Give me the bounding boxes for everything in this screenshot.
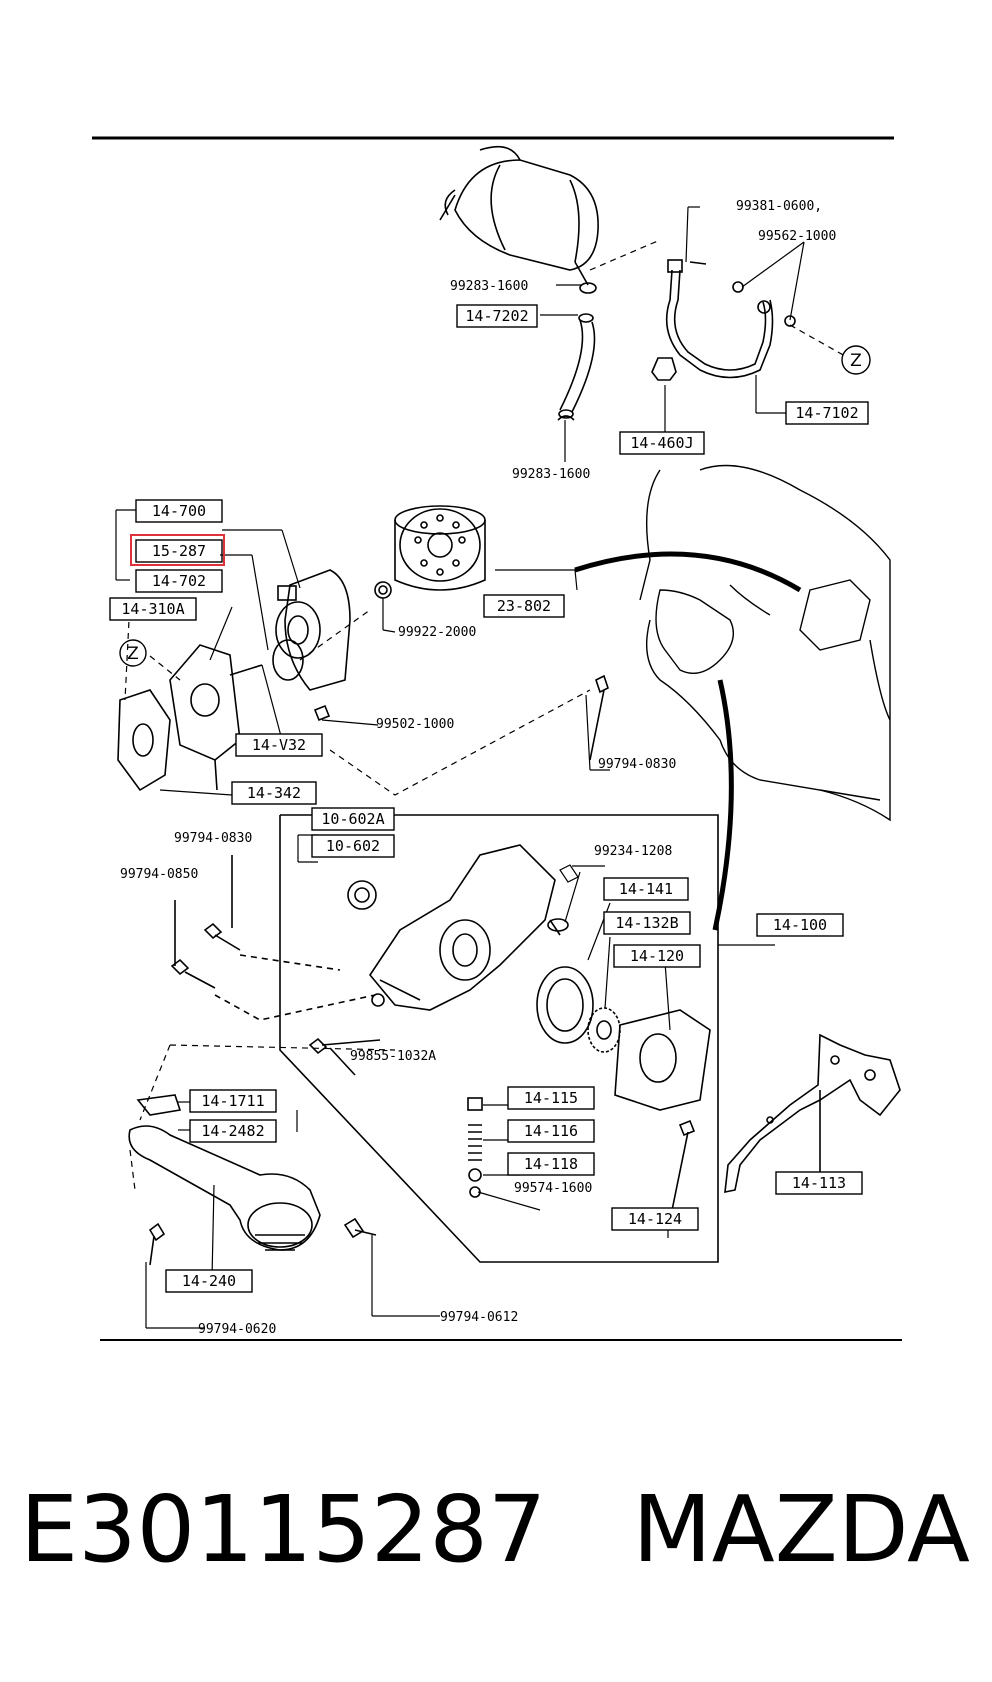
svg-text:14-115: 14-115 [524,1089,578,1107]
svg-text:14-V32: 14-V32 [252,736,306,754]
label-99922-2000[interactable]: 99922-2000 [398,625,476,640]
oil-pump-body-drawing [347,844,569,1011]
svg-text:14-2482: 14-2482 [201,1122,264,1140]
svg-text:14-116: 14-116 [524,1122,578,1140]
svg-text:14-124: 14-124 [628,1210,682,1228]
svg-text:14-132B: 14-132B [615,914,678,932]
label-99283-1600-top[interactable]: 99283-1600 [450,279,528,294]
svg-text:14-113: 14-113 [792,1174,846,1192]
bolts-left-drawing [170,855,381,1076]
label-99502-1000[interactable]: 99502-1000 [376,717,454,732]
label-14-115[interactable]: 14-115 [507,1086,595,1110]
svg-text:14-240: 14-240 [182,1272,236,1290]
label-99794-0830-right[interactable]: 99794-0830 [598,757,676,772]
svg-text:10-602: 10-602 [326,837,380,855]
svg-text:14-1711: 14-1711 [201,1092,264,1110]
label-14-700[interactable]: 14-700 [135,499,223,523]
label-14-120[interactable]: 14-120 [613,944,701,968]
pressure-pipe-drawing [651,259,796,381]
svg-text:14-700: 14-700 [152,502,206,520]
pump-assembly-frame [279,814,719,1263]
label-99794-0850[interactable]: 99794-0850 [120,867,198,882]
label-14-1711[interactable]: 14-1711 [189,1089,277,1113]
part-number: E30115287 [20,1476,547,1583]
svg-text:14-7202: 14-7202 [465,307,528,325]
oil-hose-drawing [557,313,596,421]
label-14-342[interactable]: 14-342 [231,781,317,805]
label-15-287-highlighted[interactable]: 15-287 [130,534,225,566]
ref-mark-z-left: Z [127,644,139,664]
pump-gears-drawing [536,966,711,1111]
ref-mark-z-top: Z [850,351,862,371]
plain-labels: 99381-0600, 99562-1000 99283-1600 99283-… [120,199,836,1337]
svg-text:10-602A: 10-602A [321,810,384,828]
oil-strainer-drawing [128,1094,377,1266]
svg-text:15-287: 15-287 [152,542,206,560]
label-10-602A[interactable]: 10-602A [311,807,395,831]
brand-name: MAZDA [632,1476,970,1583]
label-14-2482[interactable]: 14-2482 [189,1119,277,1143]
leader-lines-cooler [115,509,610,796]
label-99794-0620[interactable]: 99794-0620 [198,1322,276,1337]
pump-arrow-curve-lower [712,679,734,931]
label-99794-0830-left[interactable]: 99794-0830 [174,831,252,846]
label-99283-1600-bottom[interactable]: 99283-1600 [512,467,590,482]
svg-text:23-802: 23-802 [497,597,551,615]
bolt-99794-0830-top [589,674,609,761]
label-99562-1000[interactable]: 99562-1000 [758,229,836,244]
label-14-310A[interactable]: 14-310A [109,597,197,621]
label-14-100[interactable]: 14-100 [756,913,844,937]
label-14-240[interactable]: 14-240 [165,1269,253,1293]
oil-filter-drawing [394,505,486,591]
leader-lines-top [540,206,846,462]
pump-arrow-curve [574,551,802,593]
leader-lines-strainer [129,1044,440,1329]
svg-text:14-310A: 14-310A [121,600,184,618]
svg-text:14-100: 14-100 [773,916,827,934]
ref-mark-z-circle-top [841,345,871,375]
svg-text:14-460J: 14-460J [630,434,693,452]
svg-text:14-118: 14-118 [524,1155,578,1173]
label-14-132B[interactable]: 14-132B [603,911,691,935]
label-99574-1600[interactable]: 99574-1600 [514,1181,592,1196]
oil-cooler-drawing [272,569,392,691]
label-14-V32[interactable]: 14-V32 [235,733,323,757]
svg-text:14-120: 14-120 [630,947,684,965]
caption: E30115287 MAZDA [20,1470,980,1590]
svg-text:14-342: 14-342 [247,784,301,802]
engine-block-drawing [639,464,891,822]
label-14-460J[interactable]: 14-460J [619,431,705,455]
sender-unit-drawing [439,145,599,294]
label-14-113[interactable]: 14-113 [775,1171,863,1195]
label-14-124[interactable]: 14-124 [611,1207,699,1231]
label-99794-0612[interactable]: 99794-0612 [440,1310,518,1325]
label-14-118[interactable]: 14-118 [507,1152,595,1176]
ref-mark-z-circle-left [119,639,147,667]
label-14-141[interactable]: 14-141 [603,877,689,901]
label-14-116[interactable]: 14-116 [507,1119,595,1143]
label-14-7102[interactable]: 14-7102 [785,401,869,425]
filter-adapter-drawing [117,644,331,792]
label-10-602[interactable]: 10-602 [311,834,395,858]
label-99855-1032A[interactable]: 99855-1032A [350,1049,436,1064]
baffle-plate-drawing [724,1033,901,1193]
label-14-7202[interactable]: 14-7202 [456,304,538,328]
label-14-702[interactable]: 14-702 [135,569,223,593]
svg-text:14-7102: 14-7102 [795,404,858,422]
label-99381-0600[interactable]: 99381-0600, [736,199,822,214]
label-23-802[interactable]: 23-802 [483,594,565,618]
label-99234-1208[interactable]: 99234-1208 [594,844,672,859]
svg-text:14-702: 14-702 [152,572,206,590]
boxed-labels: 14-7202 14-7102 14-460J 14-700 15-287 14… [109,304,869,1293]
svg-text:14-141: 14-141 [619,880,673,898]
